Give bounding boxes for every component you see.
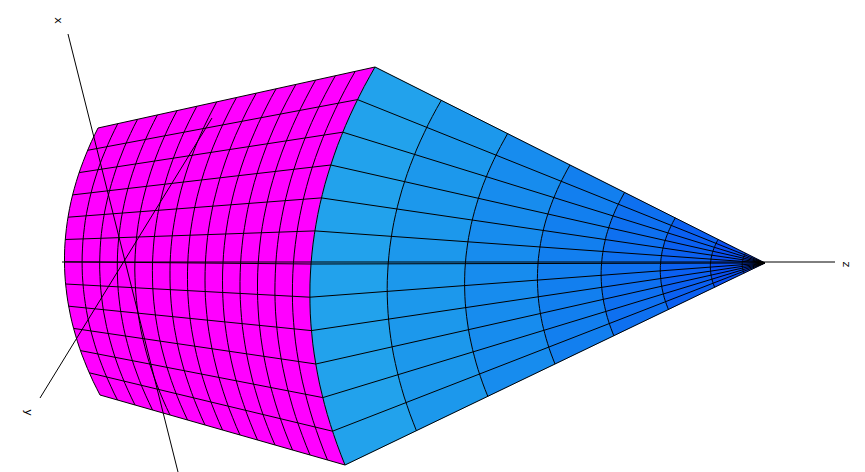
mesh-line	[742, 253, 745, 273]
mesh-line	[258, 80, 316, 450]
mesh-line	[188, 98, 237, 431]
mesh-line	[660, 218, 675, 310]
mesh-line	[537, 165, 570, 364]
mesh-line	[465, 134, 508, 397]
mesh-line	[135, 111, 177, 415]
mesh-line	[387, 100, 441, 430]
mesh-line	[310, 67, 375, 465]
z-axis	[62, 262, 835, 263]
mesh-line	[601, 192, 625, 335]
mesh-line	[205, 93, 256, 435]
axis-label: z	[841, 262, 852, 268]
mesh-line	[170, 102, 217, 425]
x-axis	[68, 34, 178, 472]
axis-label: x	[52, 17, 63, 24]
y-axis	[40, 118, 212, 398]
mesh-line	[710, 240, 718, 288]
mesh-line	[275, 76, 336, 455]
axis-label: y	[22, 409, 33, 416]
